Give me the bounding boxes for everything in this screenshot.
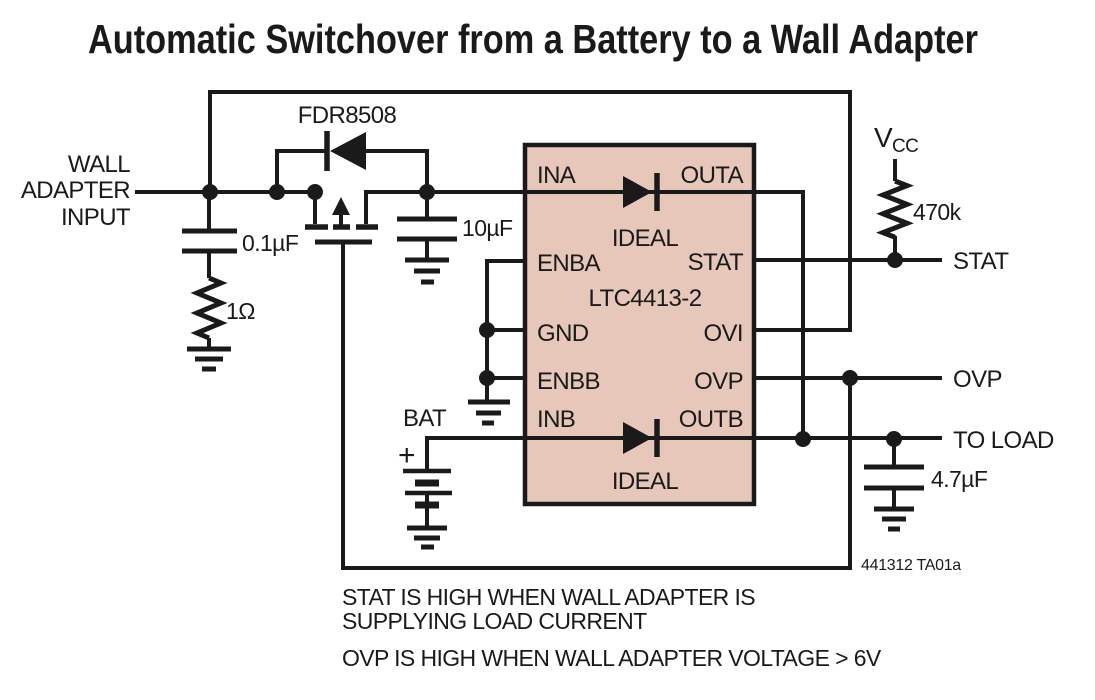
ground-symbol-enable [468, 399, 510, 426]
capacitor-0p1uf-symbol [182, 228, 237, 254]
wall-adapter-label-line1: WALL [68, 151, 130, 178]
figure-reference: 441312 TA01a [861, 557, 961, 574]
ground-symbol-10uf [405, 257, 449, 285]
pin-label-stat: STAT [688, 249, 744, 276]
resistor-470k-symbol [876, 178, 914, 240]
junction-dots [202, 184, 903, 447]
ground-symbol-4p7uf [874, 506, 914, 532]
ideal-diode-b-label: IDEAL [612, 468, 679, 495]
load-cap-value: 4.7µF [931, 466, 988, 492]
battery-label: BAT [403, 405, 447, 432]
diagram-title: Automatic Switchover from a Battery to a… [88, 16, 978, 62]
pin-label-outa: OUTA [681, 162, 744, 189]
vcc-subscript: CC [892, 136, 918, 157]
schottky-body-diode [324, 131, 366, 171]
note-line3: OVP IS HIGH WHEN WALL ADAPTER VOLTAGE > … [342, 645, 882, 671]
ground-symbol-input-rc [187, 346, 231, 372]
pin-label-ina: INA [537, 162, 576, 189]
ideal-diode-b-symbol [623, 419, 660, 457]
pullup-res-value: 470k [913, 199, 962, 225]
pass-fet-label: FDR8508 [298, 102, 397, 129]
ideal-diode-a-label: IDEAL [612, 225, 679, 252]
wall-adapter-label-line2: ADAPTER [21, 177, 130, 204]
capacitor-4p7uf-symbol [864, 464, 924, 491]
pin-label-outb: OUTB [679, 406, 743, 433]
resistor-1ohm-symbol [190, 275, 228, 341]
vcc-label: V [874, 122, 893, 153]
pin-label-inb: INB [537, 406, 575, 433]
pin-label-ovp: OVP [694, 368, 743, 395]
battery-symbol [403, 468, 452, 509]
mosfet-arrow-icon [332, 197, 350, 215]
stat-output-label: STAT [953, 248, 1009, 275]
bypass-cap-value: 10µF [462, 215, 513, 241]
battery-plus-sign: + [398, 439, 415, 472]
snub-res-value: 1Ω [226, 298, 255, 324]
note-line2: SUPPLYING LOAD CURRENT [342, 608, 647, 634]
mosfet-symbol [305, 197, 378, 245]
pin-label-enba: ENBA [537, 250, 601, 277]
ground-symbol-battery [407, 525, 447, 550]
capacitor-10uf-symbol [397, 216, 457, 242]
ideal-diode-a-symbol [623, 173, 660, 211]
ovp-output-label: OVP [953, 366, 1002, 393]
to-load-label: TO LOAD [953, 427, 1054, 454]
wall-adapter-label-line3: INPUT [61, 204, 131, 231]
ic-part-number: LTC4413-2 [589, 285, 702, 312]
pin-label-ovi: OVI [703, 320, 743, 347]
note-line1: STAT IS HIGH WHEN WALL ADAPTER IS [342, 584, 755, 610]
pin-label-enbb: ENBB [537, 368, 600, 395]
input-cap-value: 0.1µF [242, 230, 299, 256]
pin-label-gnd: GND [537, 320, 589, 347]
